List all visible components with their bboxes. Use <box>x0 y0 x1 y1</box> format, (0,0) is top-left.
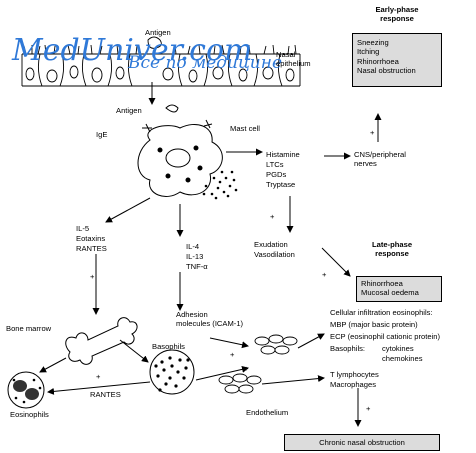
exudation-item: Vasodilation <box>254 250 295 259</box>
plus-sign: + <box>244 364 249 373</box>
eosinophil-illustration <box>7 371 45 409</box>
watermark-subtitle: Все по медицине <box>128 53 283 73</box>
infiltration-line: ECP (eosinophil cationic protein) <box>330 332 441 341</box>
cytokine-item: IL-13 <box>186 252 204 261</box>
plus-sign: + <box>230 350 235 359</box>
label-eosinophils: Eosinophils <box>10 410 49 419</box>
t-cell-item: T lymphocytes <box>330 370 379 379</box>
pathway-arrows <box>39 82 382 427</box>
eos-factor: Eotaxins <box>76 234 106 243</box>
plus-sign: + <box>366 404 371 413</box>
chronic-box: Chronic nasal obstruction <box>284 434 440 451</box>
exudation-item: Exudation <box>254 240 288 249</box>
label-basophils: Basophils <box>152 342 185 351</box>
label-bone-marrow: Bone marrow <box>6 324 52 333</box>
label-nasal-epithelium: Nasal epithelium <box>276 50 311 69</box>
label-rantes: RANTES <box>90 390 121 399</box>
mast-cell-illustration <box>137 104 223 197</box>
plus-sign: + <box>90 272 95 281</box>
mediator-item: PGDs <box>266 170 287 179</box>
infiltration-basophils-item: cytokines <box>382 344 414 353</box>
epithelium-illustration <box>21 36 301 87</box>
bone-illustration <box>65 317 138 365</box>
cytokine-item: TNF-α <box>186 262 208 271</box>
late-phase-item: Rhinorrhoea <box>361 279 403 288</box>
chronic-label: Chronic nasal obstruction <box>319 438 405 447</box>
plus-sign: + <box>270 212 275 221</box>
eos-factor: RANTES <box>76 244 107 253</box>
early-phase-item: Sneezing <box>357 38 389 47</box>
late-phase-box: Rhinorrhoea Mucosal oedema <box>356 276 442 302</box>
mediator-item: Histamine <box>266 150 300 159</box>
mediator-item: Tryptase <box>266 180 296 189</box>
label-antigen-top: Antigen <box>145 28 171 37</box>
infiltration-line: MBP (major basic protein) <box>330 320 418 329</box>
eos-factor: IL-5 <box>76 224 90 233</box>
cytokine-item: IL-4 <box>186 242 200 251</box>
label-cns-nerves: CNS/peripheral nerves <box>354 150 406 169</box>
early-phase-item: Nasal obstruction <box>357 66 416 76</box>
label-mast-cell: Mast cell <box>230 124 260 133</box>
granule-release <box>202 170 238 200</box>
label-adhesion-molecules: Adhesion molecules (ICAM-1) <box>176 310 244 329</box>
mediator-item: LTCs <box>266 160 284 169</box>
label-antigen: Antigen <box>116 106 142 115</box>
infiltration-basophils-item: chemokines <box>382 354 423 363</box>
plus-sign: + <box>370 128 375 137</box>
watermark-title: MedUniver.com <box>12 33 253 68</box>
plus-sign: + <box>322 270 327 279</box>
early-phase-item: Rhinorrhoea <box>357 56 399 66</box>
early-phase-item: Itching <box>357 47 380 57</box>
plus-sign: + <box>96 372 101 381</box>
late-phase-title: Late-phase response <box>371 240 413 259</box>
infiltration-line: Cellular infiltration eosinophils: <box>330 308 433 317</box>
t-cell-item: Macrophages <box>330 380 377 389</box>
endothelium-illustration <box>218 334 298 394</box>
label-endothelium: Endothelium <box>246 408 289 417</box>
early-phase-box: Sneezing Itching Rhinorrhoea Nasal obstr… <box>352 33 442 87</box>
basophil-illustration <box>149 349 195 395</box>
label-ige: IgE <box>96 130 108 139</box>
infiltration-basophils-label: Basophils: <box>330 344 366 353</box>
late-phase-item: Mucosal oedema <box>361 288 419 298</box>
early-phase-title: Early-phase response <box>375 5 419 24</box>
